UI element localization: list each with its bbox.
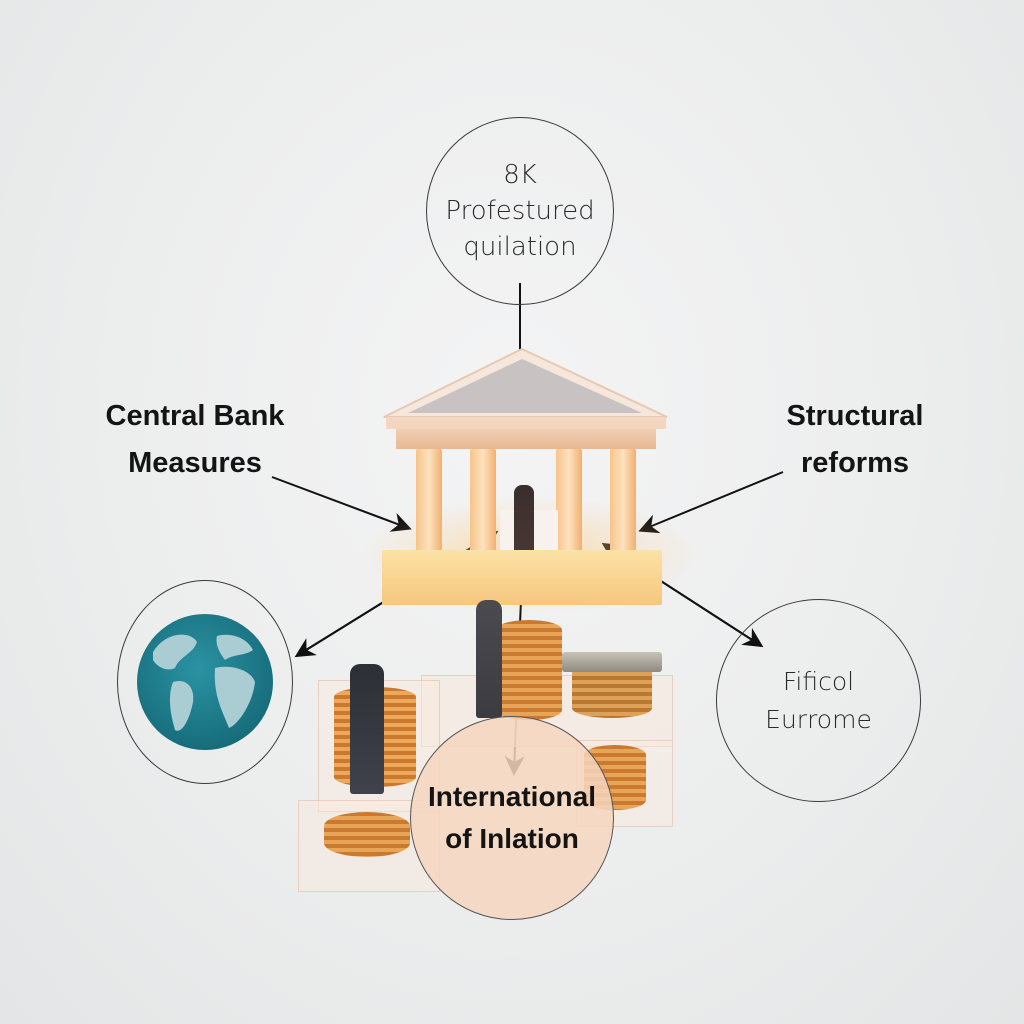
fificol-eurrome-node: Fificol Eurrome — [716, 599, 921, 802]
top-node-circle: 8K Profestured quilation — [426, 117, 614, 305]
top-node-line-3: quilation — [463, 232, 577, 262]
globe-icon — [137, 614, 273, 750]
left-label-line-2: Measures — [128, 447, 262, 479]
right-node-line-1: Fificol — [782, 666, 855, 696]
globe-node-circle — [117, 580, 293, 784]
top-node-line-1: 8K — [503, 160, 537, 190]
left-label-line-1: Central Bank — [105, 400, 285, 432]
bank-building-icon — [360, 345, 700, 615]
person-figure — [350, 664, 384, 794]
person-figure — [476, 600, 502, 718]
right-node-line-2: Eurrome — [765, 704, 872, 734]
right-label-line-1: Structural — [786, 400, 924, 432]
coin-stack — [324, 812, 410, 857]
bottom-node-line-2: of Inlation — [445, 823, 579, 854]
structural-reforms-label: Structural reforms — [755, 390, 955, 484]
banknote-bundle — [562, 652, 662, 672]
right-label-line-2: reforms — [801, 447, 909, 479]
international-inflation-node: International of Inlation — [410, 716, 614, 920]
top-node-line-2: Profestured — [445, 196, 595, 226]
bottom-node-line-1: International — [427, 781, 596, 812]
central-bank-measures-label: Central Bank Measures — [80, 390, 310, 484]
coin-stack — [496, 620, 562, 720]
